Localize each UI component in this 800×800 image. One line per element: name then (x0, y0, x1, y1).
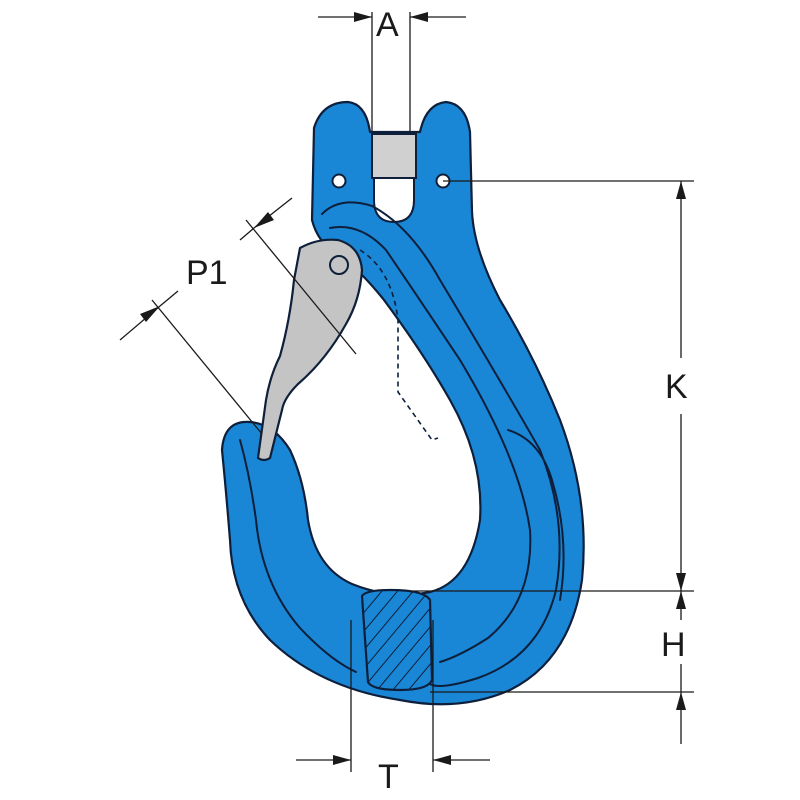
label-a: A (376, 6, 399, 44)
dimension-a: A (318, 6, 466, 132)
groove-line-left (239, 439, 357, 673)
hook-main-shape (220, 100, 585, 706)
hook-body (220, 100, 585, 706)
pin-hole-left (331, 173, 347, 189)
safety-latch (256, 238, 439, 462)
latch-pivot (329, 255, 349, 275)
clevis-pin (371, 133, 417, 179)
groove-line-outer (321, 201, 561, 687)
label-h: H (661, 626, 686, 664)
label-k: K (665, 368, 688, 406)
groove-line-inner (329, 226, 532, 663)
latch-spring-dashed (359, 249, 439, 441)
label-t: T (378, 758, 399, 796)
dimension-h: H (430, 591, 694, 744)
cross-section-hatch (360, 588, 434, 692)
latch-shape (256, 238, 364, 462)
groove-line-tip (507, 429, 565, 601)
dimension-t: T (296, 620, 490, 796)
dimension-k: K (410, 180, 694, 592)
dimension-p1: P1 (119, 197, 357, 435)
label-p1: P1 (186, 254, 228, 292)
